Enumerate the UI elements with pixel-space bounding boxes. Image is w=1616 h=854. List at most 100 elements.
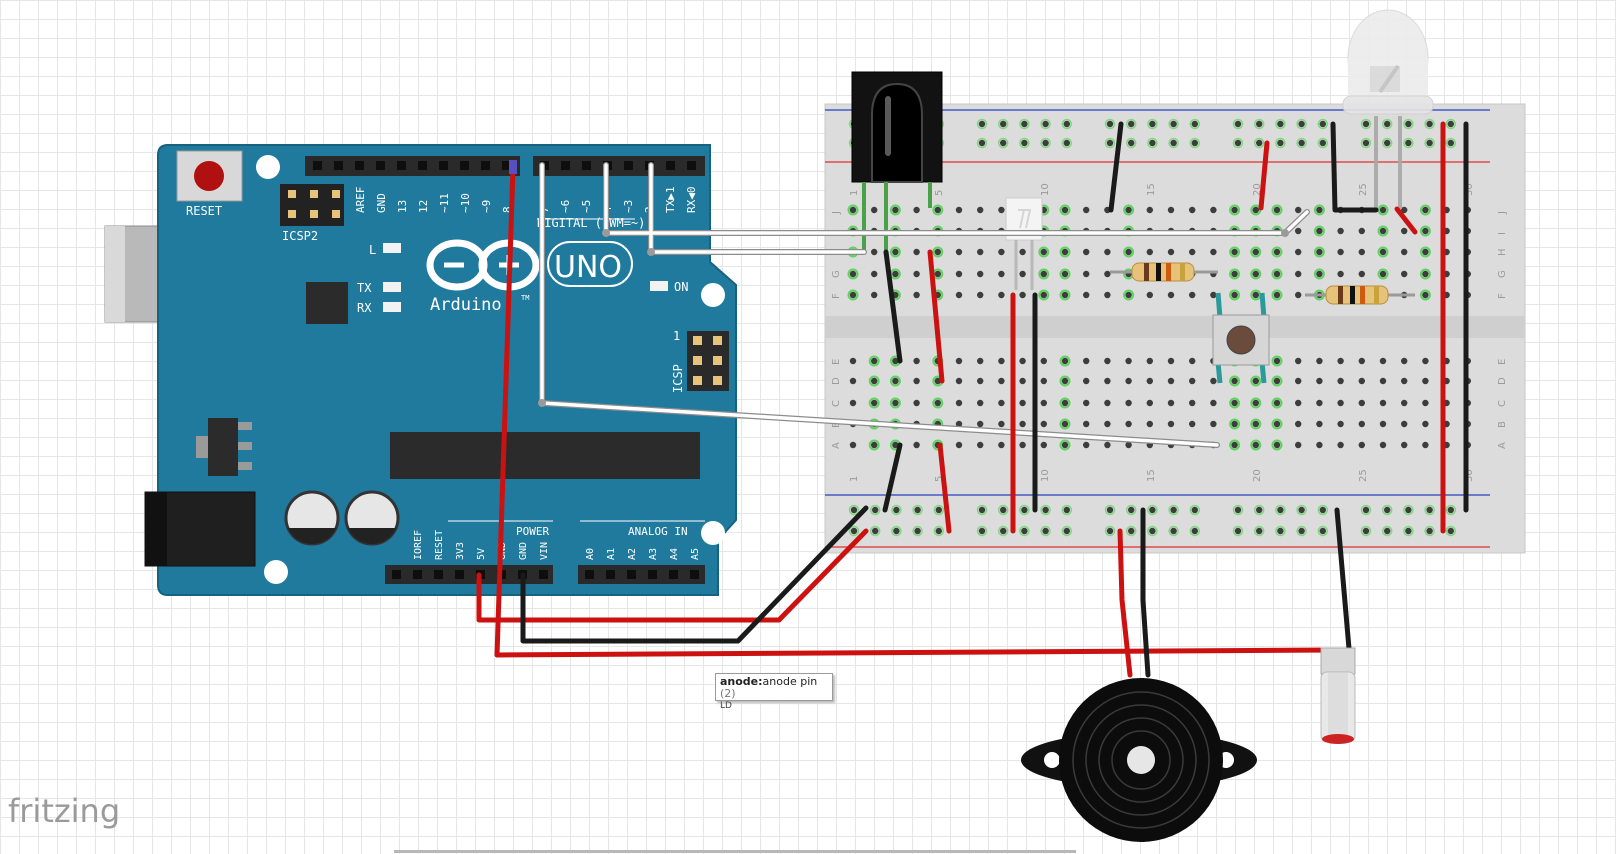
rail-hole[interactable] (1384, 527, 1391, 535)
breadboard-hole[interactable] (1167, 206, 1175, 214)
header-pin-hole[interactable] (606, 570, 615, 579)
breadboard-hole[interactable] (913, 399, 920, 407)
breadboard-hole[interactable] (1422, 377, 1429, 385)
breadboard-hole[interactable] (871, 441, 878, 449)
breadboard-hole[interactable] (998, 399, 1005, 407)
breadboard-hole[interactable] (1167, 291, 1175, 299)
rail-hole[interactable] (1298, 120, 1305, 128)
header-pin-hole[interactable] (582, 161, 591, 170)
reset-button-cap[interactable] (194, 161, 224, 191)
rail-hole[interactable] (1277, 120, 1284, 128)
breadboard-hole[interactable] (1295, 357, 1302, 365)
breadboard-hole[interactable] (1273, 206, 1281, 214)
header-pin-hole[interactable] (418, 161, 427, 170)
rail-hole[interactable] (1021, 120, 1028, 128)
breadboard-hole[interactable] (1337, 357, 1344, 365)
piezo-buzzer[interactable] (1021, 678, 1257, 842)
breadboard-hole[interactable] (1316, 377, 1323, 385)
breadboard-hole[interactable] (1379, 206, 1387, 214)
rail-hole[interactable] (1000, 506, 1007, 514)
breadboard-hole[interactable] (1231, 291, 1238, 299)
breadboard-hole[interactable] (977, 357, 984, 365)
breadboard-hole[interactable] (1273, 420, 1281, 428)
breadboard-hole[interactable] (1316, 248, 1323, 256)
breadboard-hole[interactable] (1401, 420, 1408, 428)
breadboard-hole[interactable] (849, 357, 857, 365)
breadboard-hole[interactable] (1401, 357, 1408, 365)
rail-hole[interactable] (1362, 506, 1370, 514)
breadboard-hole[interactable] (1295, 248, 1302, 256)
breadboard-hole[interactable] (1295, 227, 1302, 235)
breadboard-hole[interactable] (1422, 270, 1429, 278)
breadboard-hole[interactable] (1146, 357, 1154, 365)
breadboard-hole[interactable] (1422, 291, 1429, 299)
breadboard-hole[interactable] (1273, 399, 1281, 407)
header-pin-hole[interactable] (585, 570, 594, 579)
breadboard-hole[interactable] (1189, 357, 1196, 365)
rail-hole[interactable] (914, 506, 921, 514)
rail-hole[interactable] (1000, 527, 1007, 535)
breadboard-hole[interactable] (1422, 227, 1429, 235)
rail-hole[interactable] (1256, 120, 1263, 128)
breadboard-hole[interactable] (1083, 248, 1090, 256)
breadboard-hole[interactable] (1189, 248, 1196, 256)
breadboard-hole[interactable] (1125, 399, 1132, 407)
header-pin-hole[interactable] (648, 570, 657, 579)
rail-hole[interactable] (1447, 139, 1455, 147)
breadboard-hole[interactable] (1210, 248, 1217, 256)
rail-hole[interactable] (1106, 506, 1114, 514)
breadboard-hole[interactable] (977, 399, 984, 407)
breadboard-hole[interactable] (1295, 270, 1302, 278)
breadboard-hole[interactable] (913, 377, 920, 385)
breadboard-hole[interactable] (1379, 227, 1387, 235)
breadboard-hole[interactable] (1040, 377, 1048, 385)
breadboard-hole[interactable] (913, 291, 920, 299)
breadboard-hole[interactable] (1167, 377, 1175, 385)
breadboard-hole[interactable] (1061, 420, 1069, 428)
rail-hole[interactable] (1063, 506, 1071, 514)
rail-hole[interactable] (935, 506, 942, 514)
breadboard-hole[interactable] (1210, 420, 1217, 428)
breadboard-hole[interactable] (892, 248, 899, 256)
breadboard-hole[interactable] (1252, 399, 1260, 407)
rail-hole[interactable] (1426, 527, 1433, 535)
breadboard-hole[interactable] (1422, 248, 1429, 256)
rail-hole[interactable] (1277, 527, 1284, 535)
breadboard-hole[interactable] (1189, 377, 1196, 385)
breadboard-hole[interactable] (977, 206, 984, 214)
rail-hole[interactable] (1319, 506, 1327, 514)
breadboard-hole[interactable] (1316, 399, 1323, 407)
breadboard-hole[interactable] (1379, 357, 1387, 365)
rail-hole[interactable] (1191, 506, 1199, 514)
breadboard-hole[interactable] (1316, 357, 1323, 365)
breadboard-hole[interactable] (998, 441, 1005, 449)
breadboard-hole[interactable] (1231, 206, 1238, 214)
breadboard-hole[interactable] (1167, 357, 1175, 365)
breadboard-hole[interactable] (1273, 270, 1281, 278)
breadboard-hole[interactable] (977, 248, 984, 256)
wire-red[interactable] (476, 121, 1446, 678)
rail-hole[interactable] (1384, 506, 1391, 514)
breadboard-hole[interactable] (871, 291, 878, 299)
breadboard-hole[interactable] (1019, 441, 1026, 449)
header-pin-hole[interactable] (627, 570, 636, 579)
rail-hole[interactable] (1234, 139, 1242, 147)
breadboard-hole[interactable] (1210, 377, 1217, 385)
breadboard-hole[interactable] (1358, 227, 1366, 235)
rail-hole[interactable] (1298, 506, 1305, 514)
breadboard-hole[interactable] (1231, 248, 1238, 256)
breadboard-hole[interactable] (977, 377, 984, 385)
breadboard-hole[interactable] (1125, 206, 1132, 214)
rail-hole[interactable] (1191, 120, 1199, 128)
breadboard-hole[interactable] (1040, 270, 1048, 278)
rail-hole[interactable] (1063, 527, 1071, 535)
rail-hole[interactable] (1319, 120, 1327, 128)
breadboard-hole[interactable] (998, 420, 1005, 428)
header-pin-hole[interactable] (439, 161, 448, 170)
breadboard-hole[interactable] (1337, 227, 1344, 235)
breadboard-hole[interactable] (1146, 206, 1154, 214)
header-pin-hole[interactable] (481, 161, 490, 170)
breadboard-hole[interactable] (955, 270, 963, 278)
breadboard-hole[interactable] (1040, 291, 1048, 299)
